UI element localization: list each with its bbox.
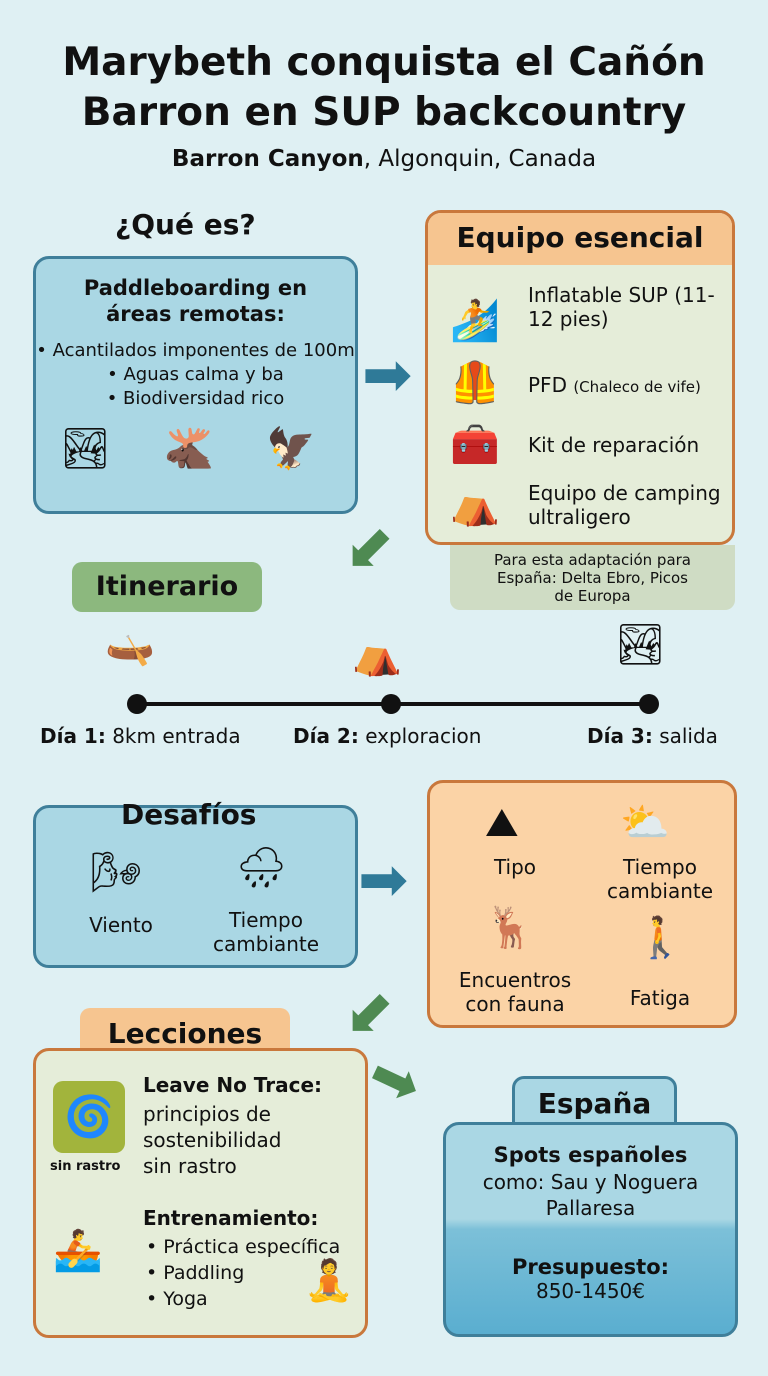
training-item: • Paddling [146, 1262, 245, 1284]
day-label: Día 3: [587, 724, 653, 748]
arrow-right-icon: ➡ [362, 340, 413, 410]
leave-no-trace-logo: 🌀 [53, 1081, 125, 1153]
moose-icon: 🫎 [164, 426, 214, 472]
deer-icon: 🦌 [485, 905, 535, 951]
repair-kit-icon: 🧰 [450, 422, 500, 468]
paddle-icon: 🛶 [105, 622, 155, 668]
training-item: • Práctica específica [146, 1236, 341, 1258]
timeline-dot [127, 694, 147, 714]
sun-cloud-icon: ⛅ [620, 800, 670, 846]
subtitle-location: Barron Canyon [171, 146, 364, 172]
equipo-item-camping: Equipo de camping ultraligero [528, 481, 721, 529]
desafios-heading: Desafíos [121, 798, 257, 831]
equipo-item-kit: Kit de reparación [528, 433, 700, 457]
wind-icon: 🌬 [91, 850, 142, 896]
spots-text: como: Sau y Noguera Pallaresa [482, 1170, 699, 1220]
eagle-icon: 🦅 [266, 426, 316, 472]
canyon-icon: 🏞 [60, 426, 111, 472]
terrain-icon: ⛰ [485, 800, 519, 846]
challenge-fatigue: Fatiga [629, 986, 691, 1010]
subtitle-region: , Algonquin, Canada [363, 146, 597, 172]
logo-caption: sin rastro [50, 1159, 121, 1174]
bullet: • Biodiversidad rico [106, 388, 285, 409]
budget-title: Presupuesto: [511, 1255, 670, 1279]
day-1: Día 1: 8km entrada [40, 724, 241, 748]
kayaker-icon: 🚣 [53, 1228, 103, 1274]
arrow-right-icon: ➡ [358, 845, 409, 915]
desafios-detail-card: ⛰ ⛅ Tipo Tiempo cambiante 🦌 🚶 Encuentros… [427, 780, 737, 1028]
que-es-heading: ¿Qué es? [115, 208, 256, 241]
day-3: Día 3: salida [587, 724, 718, 748]
training-item: • Yoga [146, 1288, 208, 1310]
espana-heading: España [512, 1076, 677, 1126]
day-text: 8km entrada [105, 724, 241, 748]
spain-adaptation-note: Para esta adaptación para España: Delta … [450, 545, 735, 610]
lnt-title: Leave No Trace: [143, 1073, 323, 1097]
challenge-wind: Viento [89, 913, 153, 937]
challenge-wildlife: Encuentros con fauna [458, 968, 572, 1016]
equipo-item-sup: Inflatable SUP (11-12 pies) [528, 283, 715, 331]
timeline-dot [381, 694, 401, 714]
arrow-curved-right-icon: ➡ [357, 1037, 433, 1123]
que-es-title: Paddleboarding en áreas remotas: [83, 276, 308, 326]
sup-board-icon: 🏄 [450, 298, 500, 344]
page-title: Marybeth conquista el Cañón Barron en SU… [62, 40, 706, 135]
espana-card: Spots españoles como: Sau y Noguera Pall… [443, 1122, 738, 1337]
desafios-card: Desafíos 🌬 🌧 Viento Tiempo cambiante [33, 798, 358, 968]
canyon-icon: 🏞 [615, 622, 666, 668]
day-text: salida [652, 724, 718, 748]
yoga-icon: 🧘 [304, 1258, 354, 1304]
fatigue-person-icon: 🚶 [635, 915, 685, 961]
rain-cloud-icon: 🌧 [236, 845, 287, 891]
training-title: Entrenamiento: [143, 1206, 319, 1230]
spots-title: Spots españoles [493, 1143, 688, 1167]
life-vest-icon: 🦺 [450, 360, 500, 406]
bullet: • Acantilados imponentes de 100m [36, 340, 355, 361]
equipo-card: Equipo esencial 🏄 Inflatable SUP (11-12 … [425, 210, 735, 545]
timeline-dot [639, 694, 659, 714]
challenge-type: Tipo [493, 855, 537, 879]
day-text: exploracion [358, 724, 482, 748]
challenge-weather: Tiempo cambiante [606, 855, 714, 903]
pfd-note: (Chaleco de vife) [573, 378, 701, 396]
lnt-text: principios de sostenibilidad sin rastro [143, 1102, 282, 1178]
budget-value: 850-1450€ [535, 1279, 645, 1303]
subtitle: Barron Canyon, Algonquin, Canada [0, 146, 768, 172]
day-label: Día 2: [293, 724, 359, 748]
lecciones-card: 🌀 sin rastro Leave No Trace: principios … [33, 1048, 368, 1338]
itinerario-heading: Itinerario [72, 562, 262, 612]
day-2: Día 2: exploracion [293, 724, 481, 748]
bullet: • Aguas calma y ba [107, 364, 284, 385]
tent-icon: ⛺ [352, 632, 402, 678]
challenge-weather: Tiempo cambiante [212, 908, 320, 956]
pfd-label: PFD [528, 373, 567, 397]
equipo-item-pfd: PFD (Chaleco de vife) [528, 373, 701, 397]
day-label: Día 1: [40, 724, 106, 748]
equipo-heading: Equipo esencial [428, 213, 732, 265]
arrow-down-left-icon: ➡ [327, 507, 413, 593]
que-es-card: Paddleboarding en áreas remotas: • Acant… [33, 256, 358, 514]
tent-icon: ⛺ [450, 482, 500, 528]
